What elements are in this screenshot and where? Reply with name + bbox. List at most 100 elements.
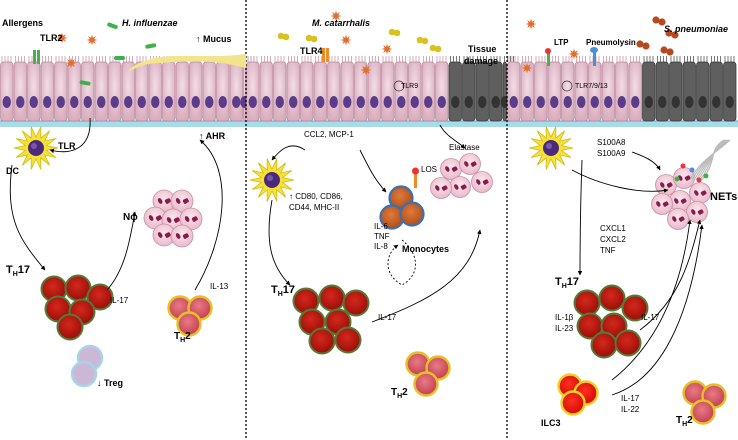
epithelial-cell — [81, 61, 95, 122]
cell-nucleus — [43, 96, 52, 108]
neutrophil-cell — [170, 189, 194, 213]
cells-and-pathogens — [13, 10, 731, 425]
neutrophil-lobe — [698, 209, 703, 215]
neutrophil-cell — [686, 201, 708, 223]
epithelial-cell — [520, 61, 534, 122]
th17-cell — [318, 284, 346, 312]
s100a9-label: S100A9 — [597, 149, 626, 158]
neutrophil-lobe — [694, 190, 699, 196]
th2-panel2 — [413, 371, 439, 397]
arrow-ilc3-to-neut — [611, 224, 704, 396]
th17-panel3 — [614, 329, 642, 357]
ltp-receptor — [547, 52, 550, 66]
markers-label-2: CD44, MHC-II — [289, 203, 340, 212]
arrow-th2-to-neut-3 — [611, 219, 692, 381]
epithelial-cell — [421, 61, 435, 122]
cell-nucleus — [509, 96, 518, 108]
markers-label-1: ↑ CD80, CD86, — [289, 192, 343, 201]
neutrophil-lobe — [157, 232, 163, 238]
arrow-dc-to-th17-2 — [268, 199, 291, 286]
cell-nucleus — [343, 96, 352, 108]
epithelial-cell — [340, 61, 354, 122]
epithelial-cell — [148, 61, 162, 122]
cell-nucleus — [631, 96, 640, 108]
cell-nucleus — [698, 96, 707, 108]
cell-nucleus — [451, 96, 460, 108]
neutrophil-panel3 — [651, 193, 673, 215]
cell-nucleus — [164, 96, 173, 108]
coccus — [310, 35, 318, 43]
neutrophil-panel3 — [689, 182, 711, 204]
pneumococcus — [665, 29, 673, 37]
cell-nucleus — [536, 96, 545, 108]
mucus-strand — [145, 59, 247, 69]
neutrophil-cell — [459, 153, 481, 175]
th17-label-3: TH17 — [555, 276, 580, 291]
neutrophil-cell — [449, 176, 471, 198]
epithelial-cell — [669, 61, 683, 122]
cell-nucleus — [97, 96, 106, 108]
cell-nucleus — [329, 96, 338, 108]
neutrophil-lobe — [679, 216, 684, 222]
cell-nucleus — [151, 96, 160, 108]
th2-label-3: TH2 — [676, 415, 693, 428]
pneumococcus — [658, 18, 666, 26]
cxcl1-label: CXCL1 — [600, 224, 626, 233]
epithelial-cell — [243, 61, 246, 122]
net-granule — [696, 177, 702, 183]
neutrophil-lobe — [672, 216, 677, 222]
cell-nucleus — [83, 96, 92, 108]
epithelial-cell — [723, 61, 737, 122]
cell-nucleus — [478, 96, 487, 108]
cell-nucleus — [410, 96, 419, 108]
epithelial-cell — [696, 61, 710, 122]
treg-cell — [70, 360, 98, 388]
th17-cell — [598, 284, 626, 312]
il22-label: IL-22 — [621, 405, 640, 414]
epithelial-cell — [394, 61, 408, 122]
star-particle — [65, 57, 77, 69]
epithelial-cell — [327, 61, 341, 122]
tlr4-label: TLR4 — [300, 46, 323, 56]
neutrophil-lobe — [148, 215, 154, 221]
treg-label: ↓ Treg — [97, 378, 124, 388]
th17-cell — [621, 294, 649, 322]
neutrophil-lobe — [183, 233, 189, 239]
cell-nucleus — [464, 96, 473, 108]
epithelial-cell — [655, 61, 669, 122]
los-stalk — [414, 172, 417, 188]
cell-nucleus — [137, 96, 146, 108]
cell-nucleus — [16, 96, 25, 108]
epithelial-cell — [175, 61, 189, 122]
tnf-label: TNF — [374, 232, 390, 241]
coccus — [388, 28, 396, 36]
cell-nucleus — [424, 96, 433, 108]
epithelial-cell — [502, 61, 507, 122]
il1b-label: IL-1β — [555, 313, 574, 322]
epithelial-cell — [367, 61, 381, 122]
cell-nucleus — [2, 96, 11, 108]
epithelial-cell — [507, 61, 521, 122]
th17-cell — [590, 331, 618, 359]
epithelial-cell — [300, 61, 314, 122]
s100a8-label: S100A8 — [597, 138, 626, 147]
neutrophil-lobe — [701, 190, 706, 196]
basement-membrane — [507, 121, 738, 127]
pneumococcus — [636, 40, 644, 48]
cell-nucleus — [617, 96, 626, 108]
il17-label-1: IL-17 — [110, 296, 129, 305]
neutrophil-lobe — [156, 215, 162, 221]
monocytes-label: Monocytes — [402, 244, 450, 254]
epithelial-cell — [313, 61, 327, 122]
il17-label-2: IL-17 — [378, 313, 397, 322]
neutrophil-cell — [651, 193, 673, 215]
star-particle — [86, 34, 98, 46]
arrow-ccl2-to-dc — [271, 145, 306, 161]
tnf-label-3: TNF — [600, 246, 616, 255]
neutrophil-panel3 — [686, 201, 708, 223]
th17-cell — [614, 329, 642, 357]
cell-nucleus — [370, 96, 379, 108]
basement-membrane — [246, 121, 507, 127]
basement-membrane — [0, 121, 246, 127]
th17-panel3 — [621, 294, 649, 322]
